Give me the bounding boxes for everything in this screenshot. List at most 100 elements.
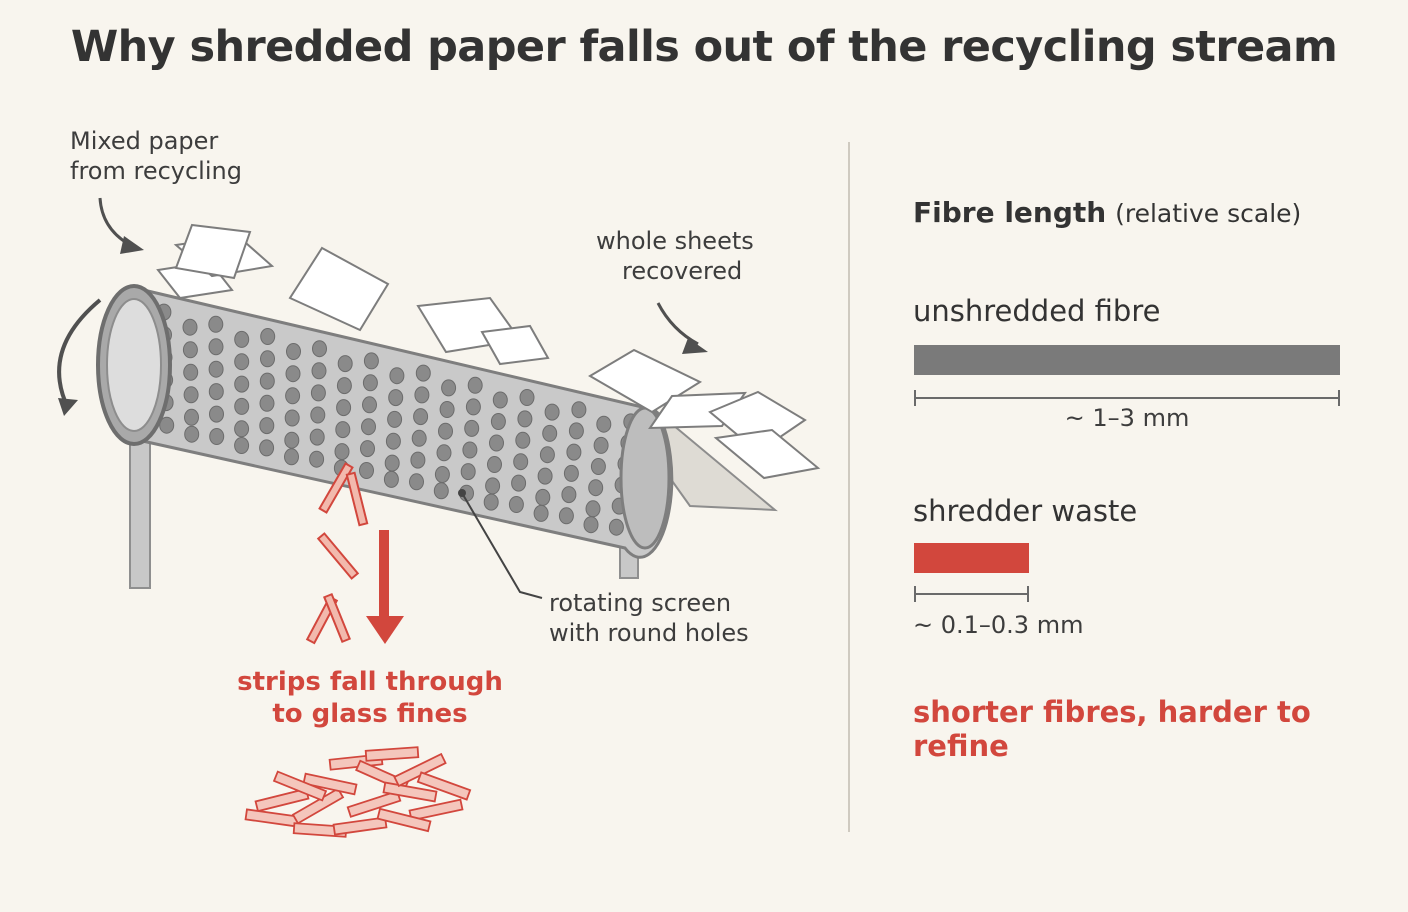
drum-hole — [334, 443, 350, 461]
drum-hole — [312, 340, 327, 358]
drum-hole — [183, 386, 199, 404]
drum-hole — [362, 396, 377, 414]
strip-pile — [244, 746, 472, 838]
drum-hole — [184, 425, 200, 443]
drum-end-right — [619, 406, 671, 550]
drum-hole — [533, 504, 549, 522]
input-label: Mixed paper from recycling — [70, 126, 242, 186]
fines-label-line1: strips fall through — [237, 667, 503, 697]
drum-hole — [489, 434, 504, 452]
drum-hole — [208, 338, 224, 356]
shredder-bar-label: shredder waste — [913, 494, 1138, 528]
drum-hole — [513, 453, 529, 471]
drum-hole — [467, 376, 483, 394]
drum-hole — [515, 431, 531, 449]
drum-hole — [359, 462, 374, 479]
output-arrow — [656, 302, 699, 346]
drum-hole — [309, 450, 325, 468]
fibre-panel-heading: Fibre length (relative scale) — [913, 196, 1301, 229]
drum-hole — [363, 352, 379, 370]
drum-hole — [159, 416, 175, 434]
drum-hole — [311, 362, 327, 380]
drum-hole — [183, 363, 199, 381]
paper-sheet — [288, 246, 390, 332]
fall-arrow-head — [366, 616, 404, 644]
output-arrowhead — [682, 338, 708, 354]
drum-hole — [284, 431, 300, 449]
drum-hole — [558, 507, 574, 525]
output-label-line2: recovered — [622, 257, 743, 285]
paper-sheet — [480, 324, 550, 366]
input-label-line1: Mixed paper — [70, 127, 219, 155]
page-title: Why shredded paper falls out of the recy… — [70, 22, 1338, 72]
drum-hole — [438, 422, 453, 440]
drum-hole — [259, 394, 275, 412]
drum-hole — [383, 470, 399, 488]
drum-hole — [485, 477, 501, 495]
drum-hole — [585, 500, 601, 518]
fall-arrow-shaft — [379, 530, 389, 622]
fibre-heading-note: (relative scale) — [1115, 199, 1302, 228]
drum-hole — [389, 367, 405, 385]
drum-hole — [234, 397, 250, 415]
drum-hole — [441, 379, 457, 397]
drum-hole — [184, 408, 199, 426]
drum-opening — [106, 298, 162, 432]
drum-hole — [571, 401, 587, 419]
drum-hole — [361, 418, 376, 436]
drum-hole — [593, 436, 609, 454]
falling-strips — [305, 462, 369, 645]
paper-sheet — [174, 223, 252, 280]
drum-hole — [465, 398, 481, 416]
drum-hole — [209, 428, 225, 445]
drum-hole — [544, 403, 560, 421]
drum-hole — [310, 384, 326, 402]
drum-hole — [464, 419, 480, 437]
drum-hole — [260, 328, 276, 345]
drum-hole — [182, 318, 198, 336]
drum-hole — [388, 389, 404, 407]
drum-hole — [436, 444, 452, 462]
unshredded-fibre-bar — [914, 345, 1340, 375]
drum-hole — [310, 406, 326, 424]
drum-hole — [284, 448, 299, 466]
shredder-waste-bar — [914, 543, 1029, 573]
rotation-arrowhead — [58, 398, 78, 416]
drum-hole — [492, 391, 508, 409]
drum-hole — [285, 365, 301, 383]
drum-hole — [410, 451, 426, 469]
drum-hole — [284, 409, 300, 427]
fibre-heading-main: Fibre length — [913, 196, 1107, 229]
drum-hole — [566, 443, 582, 461]
drum-hole — [335, 421, 351, 439]
drum-hole — [286, 343, 301, 360]
screen-label-line1: rotating screen — [549, 589, 732, 617]
drum-hole — [234, 330, 250, 348]
drum-hole — [336, 377, 352, 395]
drum-hole — [309, 428, 325, 446]
drum-hole — [234, 353, 250, 371]
drum-hole — [511, 474, 527, 492]
drum-hole — [490, 413, 506, 430]
drum-hole — [537, 467, 553, 485]
rotation-arrow — [57, 298, 102, 409]
drum-hole — [517, 410, 533, 428]
drum-hole — [483, 493, 499, 511]
paper-sheets-recovered — [588, 348, 821, 480]
drum-hole — [583, 516, 599, 534]
trommel-screen-illustration — [57, 197, 821, 838]
shredder-range-label: ~ 0.1–0.3 mm — [913, 611, 1084, 639]
drum-hole — [596, 415, 612, 433]
conclusion-text: shorter fibres, harder to refine — [913, 695, 1311, 763]
drum-hole — [462, 441, 478, 459]
drum-hole — [409, 473, 424, 491]
drum-hole — [433, 482, 449, 500]
drum-hole — [259, 417, 275, 435]
drum-hole — [336, 399, 352, 417]
panel-divider — [848, 142, 850, 832]
drum-hole — [608, 518, 624, 536]
drum-hole — [385, 432, 401, 450]
drum-hole — [413, 408, 429, 426]
drum-hole — [542, 424, 558, 442]
screen-leader-dot — [458, 489, 466, 497]
